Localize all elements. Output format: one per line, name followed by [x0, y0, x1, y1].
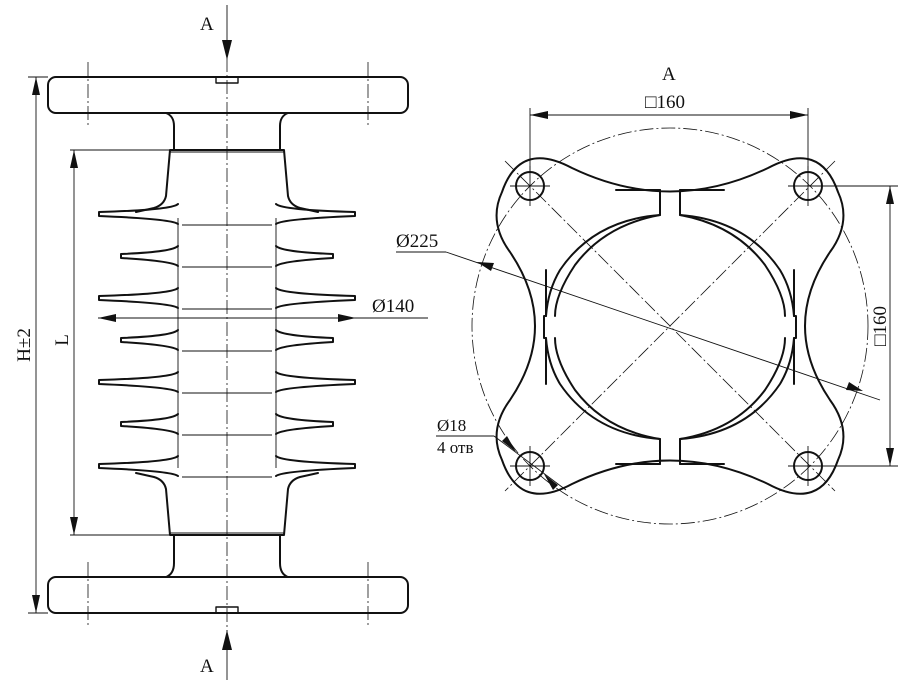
length-dimension-label: L [52, 334, 73, 346]
hole-leader [493, 435, 567, 491]
plan-view-title: A [662, 64, 676, 85]
hole-diameter-label: Ø18 [437, 416, 466, 435]
shed-3 [98, 287, 356, 309]
diagonal-axis-2 [504, 160, 836, 492]
h-arrow-top [32, 77, 40, 95]
width-arrow-left [530, 111, 548, 119]
shed-1 [98, 203, 356, 225]
width-dimension-label: □160 [645, 92, 685, 113]
circle-diameter-label: Ø225 [396, 231, 438, 252]
l-arrow-bottom [70, 517, 78, 535]
top-end-fitting [135, 149, 319, 213]
circle-diameter-leader [445, 251, 881, 401]
hole-count-label: 4 отв [437, 438, 473, 457]
shed-diameter-label: Ø140 [372, 296, 414, 317]
height-arrow-bottom [886, 448, 894, 466]
shed-5 [98, 371, 356, 393]
shed-6 [120, 413, 334, 435]
top-neck [165, 112, 289, 151]
height-arrow-top [886, 186, 894, 204]
plan-view: A □160 □160 [396, 64, 898, 525]
width-arrow-right [790, 111, 808, 119]
flange-outline [495, 157, 845, 495]
hole-arrow-1 [502, 436, 516, 452]
inner-opening [543, 189, 797, 465]
shed-2 [120, 245, 334, 267]
section-label-top: A [200, 14, 214, 35]
l-arrow-top [70, 150, 78, 168]
height-dimension-label: H±2 [14, 328, 35, 362]
section-arrow-bottom-head [222, 630, 232, 650]
side-view: A A H±2 L Ø140 [14, 5, 428, 680]
hole-cross-marks [510, 166, 828, 486]
inner-ring [554, 214, 786, 440]
bottom-neck [165, 534, 289, 578]
section-label-bottom: A [200, 656, 214, 677]
hole-arrow-2 [544, 474, 558, 490]
circle-diameter-arrow-1 [477, 262, 494, 271]
circle-diameter-arrow-2 [846, 382, 863, 391]
shed-4 [120, 329, 334, 351]
height-dimension-label: □160 [870, 306, 891, 346]
shed-diameter-arrow-left [98, 314, 116, 322]
section-arrow-top-head [222, 40, 232, 60]
shed-7 [98, 455, 356, 477]
h-arrow-bottom [32, 595, 40, 613]
bolt-circle [471, 127, 869, 525]
bottom-end-fitting [135, 472, 319, 536]
shed-diameter-arrow-right [338, 314, 356, 322]
